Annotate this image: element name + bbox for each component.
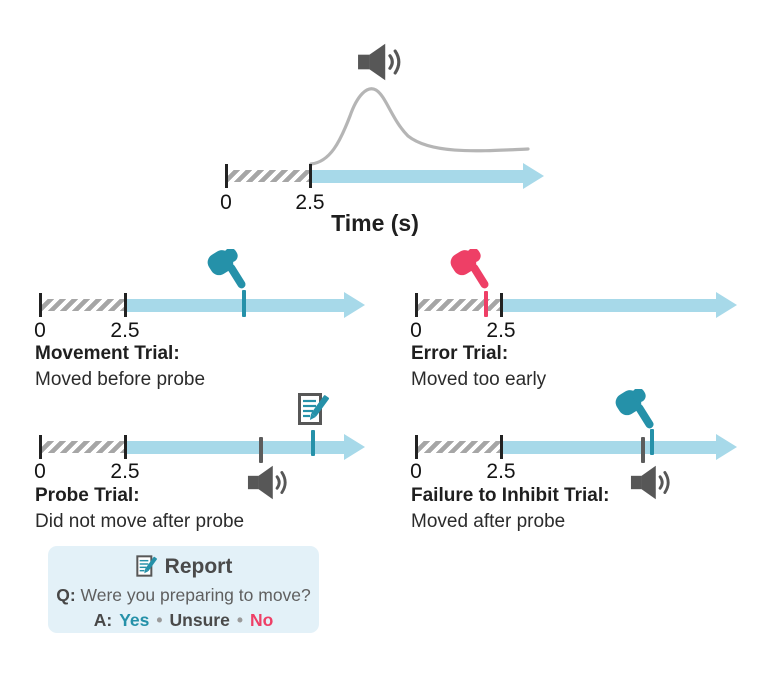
probe-tick <box>500 435 503 459</box>
axis-tick-label-25: 2.5 <box>295 191 325 214</box>
failure-trial-title: Failure to Inhibit Trial: <box>411 485 610 506</box>
report-question: Q: Were you preparing to move? <box>56 585 311 606</box>
probe-trial-description: Did not move after probe <box>35 511 245 532</box>
answer-unsure: Unsure <box>169 610 230 630</box>
timeline-bar <box>503 299 716 312</box>
axis-start-tick <box>225 164 228 188</box>
tick-label-25: 2.5 <box>110 319 140 342</box>
tick-label-0: 0 <box>410 460 422 483</box>
failure-trial-description: Moved after probe <box>411 511 566 532</box>
arrowhead <box>716 434 737 460</box>
answer-separator: • <box>156 610 163 630</box>
speaker-icon <box>358 43 401 81</box>
probe-tick <box>124 293 127 317</box>
report-icon <box>135 555 157 577</box>
start-tick <box>39 293 42 317</box>
movement-time-mark <box>242 290 246 317</box>
arrowhead <box>344 434 365 460</box>
report-answers: A: Yes • Unsure • No <box>94 610 274 631</box>
tick-label-0: 0 <box>34 319 46 342</box>
time-axis-label: Time (s) <box>331 210 419 236</box>
tick-label-25: 2.5 <box>486 319 516 342</box>
timeline-bar <box>127 441 344 454</box>
answer-prefix: A: <box>93 610 113 630</box>
timeline-bar <box>503 441 716 454</box>
tick-label-25: 2.5 <box>486 460 516 483</box>
movement-trial-description: Moved before probe <box>35 369 206 390</box>
probe-sound-mark <box>641 437 645 463</box>
error-trial-description: Moved too early <box>411 369 547 390</box>
start-tick <box>39 435 42 459</box>
axis-arrowhead <box>523 163 544 189</box>
pointing-hand-icon <box>207 249 246 289</box>
answer-separator: • <box>236 610 243 630</box>
hatch-region <box>418 441 500 453</box>
axis-tick-label-0: 0 <box>220 191 232 214</box>
movement-trial-title: Movement Trial: <box>35 343 180 364</box>
speaker-icon <box>630 465 670 500</box>
axis-hatch-region <box>228 170 310 182</box>
error-trial-title: Error Trial: <box>411 343 509 364</box>
report-title: Report <box>164 555 233 579</box>
axis-timeline-bar <box>312 170 523 183</box>
report-panel: Report Q: Were you preparing to move? A:… <box>48 546 319 633</box>
hatch-region <box>418 299 500 311</box>
question-text: Were you preparing to move? <box>80 585 311 605</box>
timeline-bar <box>127 299 344 312</box>
start-tick <box>415 293 418 317</box>
tick-label-25: 2.5 <box>110 460 140 483</box>
tick-label-0: 0 <box>410 319 422 342</box>
answer-yes: Yes <box>119 610 150 630</box>
axis-probe-tick <box>309 164 312 188</box>
question-prefix: Q: <box>56 585 76 605</box>
probability-curve <box>309 87 530 166</box>
probe-trial-title: Probe Trial: <box>35 485 140 506</box>
probe-sound-mark <box>259 437 263 463</box>
report-time-mark <box>311 430 315 456</box>
hatch-region <box>42 441 124 453</box>
report-panel-title-row: Report <box>135 554 233 580</box>
pointing-hand-icon <box>615 389 654 429</box>
arrowhead <box>344 292 365 318</box>
arrowhead <box>716 292 737 318</box>
tick-label-0: 0 <box>34 460 46 483</box>
hatch-region <box>42 299 124 311</box>
early-movement-mark <box>484 291 488 317</box>
answer-no: No <box>249 610 274 630</box>
probe-tick <box>124 435 127 459</box>
report-icon <box>298 393 330 425</box>
probe-tick <box>500 293 503 317</box>
speaker-icon <box>247 465 287 500</box>
pointing-hand-icon <box>450 249 489 289</box>
start-tick <box>415 435 418 459</box>
movement-time-mark <box>650 429 654 455</box>
